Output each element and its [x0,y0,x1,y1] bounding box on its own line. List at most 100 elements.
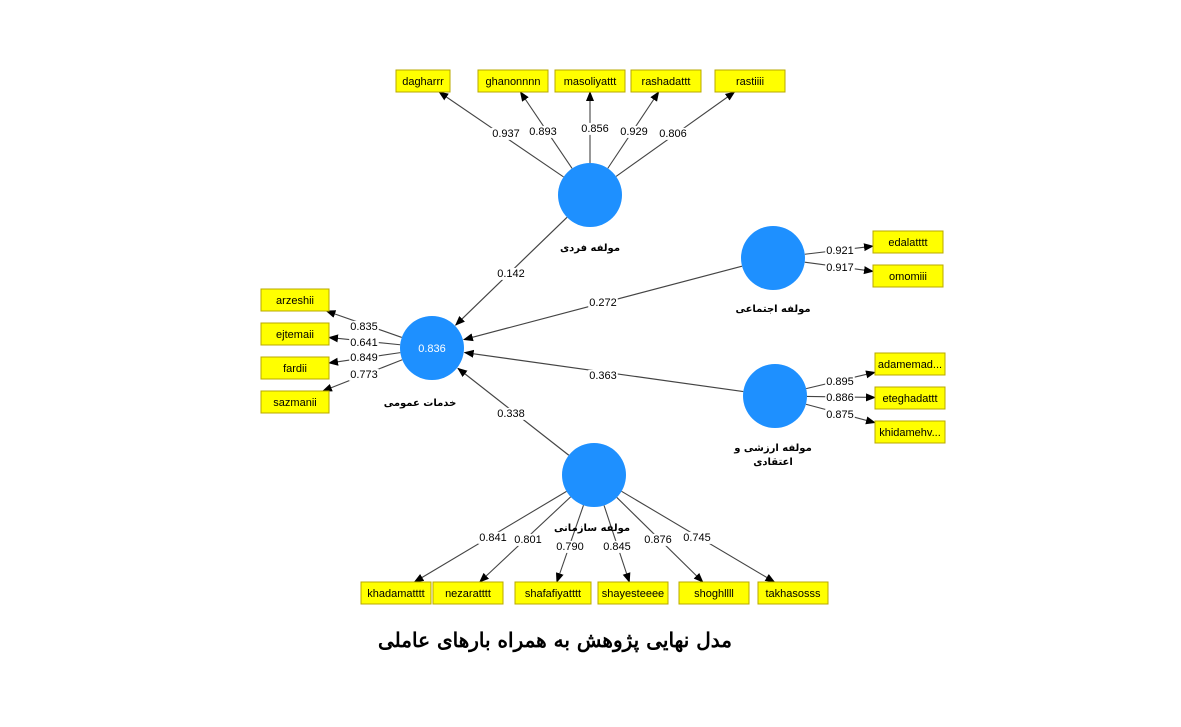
indicator-box[interactable] [630,69,702,93]
loading-value-bg [825,391,855,404]
indicator-box[interactable] [432,581,504,605]
loading-value-bg [349,368,379,381]
indicator-label: adamemad... [878,359,942,371]
latent-label-sazmani: مولفه سازمانی [554,523,630,534]
loading-value: 0.937 [492,128,520,140]
indicator-label: sazmanii [273,397,316,409]
loading-value-bg [555,540,585,553]
indicator-box[interactable] [874,420,946,444]
loading-value-bg [682,531,712,544]
latent-node-sazmani[interactable] [562,443,626,507]
latent-node-arzeshi[interactable] [743,364,807,428]
loading-value: 0.806 [659,128,687,140]
indicator-box[interactable] [514,581,592,605]
loading-value-bg [643,533,673,546]
latent-label-fardi: مولفه فردی [560,243,620,254]
indicator-box[interactable] [260,390,330,414]
loading-value: 0.921 [826,245,854,257]
indicator-label: rashadattt [642,76,691,88]
latent-node-khadamat[interactable] [400,316,464,380]
path-coefficient-arzeshi-bg [588,369,618,382]
indicator-box[interactable] [597,581,669,605]
indicator-box[interactable] [757,581,829,605]
indicator-box[interactable] [872,230,944,254]
loading-value-bg [825,261,855,274]
figure-caption: مدل نهایی پژوهش به همراه بارهای عاملی [377,628,733,652]
indicator-box[interactable] [360,581,432,605]
path-coefficient-sazmani-bg [496,407,526,420]
loading-value-bg [349,351,379,364]
indicator-label: ghanonnnn [485,76,540,88]
loading-value-bg [528,125,558,138]
indicator-label: khidamehv... [879,427,941,439]
indicator-box[interactable] [395,69,451,93]
indicator-box[interactable] [260,288,330,312]
loading-value-bg [513,533,543,546]
indicator-box[interactable] [678,581,750,605]
indicator-label: fardii [283,363,307,375]
loading-value: 0.886 [826,392,854,404]
indicator-box[interactable] [260,322,330,346]
loading-value-bg [349,320,379,333]
indicator-box[interactable] [874,352,946,376]
loading-value: 0.875 [826,409,854,421]
loading-value: 0.773 [350,369,378,381]
path-coefficient-fardi-bg [496,267,526,280]
loading-value-bg [825,244,855,257]
latent-label-ejtemai: مولفه اجتماعی [735,304,810,315]
loading-value: 0.856 [581,123,609,135]
loading-value-bg [349,336,379,349]
indicator-label: nezaratttt [445,588,491,600]
path-coefficient-sazmani: 0.338 [497,408,525,420]
loading-value: 0.929 [620,126,648,138]
loading-value: 0.917 [826,262,854,274]
indicator-label: shafafiyatttt [525,588,581,600]
indicator-label: edalatttt [888,237,927,249]
indicator-label: shayesteeee [602,588,664,600]
indicator-box[interactable] [477,69,549,93]
indicator-label: khadamatttt [367,588,424,600]
loading-value: 0.895 [826,376,854,388]
indicator-label: omomiii [889,271,927,283]
loading-value: 0.835 [350,321,378,333]
latent-label-khadamat: خدمات عمومی [384,398,457,409]
loading-value: 0.801 [514,534,542,546]
path-coefficient-arzeshi: 0.363 [589,370,617,382]
loading-value: 0.845 [603,541,631,553]
loading-value-bg [825,375,855,388]
loading-value-bg [825,408,855,421]
loading-value: 0.790 [556,541,584,553]
indicator-box[interactable] [554,69,626,93]
latent-node-fardi[interactable] [558,163,622,227]
loading-value: 0.641 [350,337,378,349]
indicator-label: arzeshii [276,295,314,307]
indicator-box[interactable] [872,264,944,288]
loading-value: 0.893 [529,126,557,138]
latent-node-ejtemai[interactable] [741,226,805,290]
loading-value-bg [619,125,649,138]
indicator-label: takhasosss [765,588,821,600]
indicator-box[interactable] [874,386,946,410]
loading-value-bg [580,122,610,135]
loading-value-bg [478,531,508,544]
loading-value-bg [491,127,521,140]
loading-value: 0.849 [350,352,378,364]
loading-value: 0.745 [683,532,711,544]
latent-label-arzeshi-line2: اعتقادی [753,457,793,468]
indicator-box[interactable] [714,69,786,93]
loading-value-bg [658,127,688,140]
indicator-label: masoliyattt [564,76,617,88]
path-coefficient-ejtemai: 0.272 [589,297,617,309]
indicator-label: rastiiii [736,76,764,88]
loading-value: 0.876 [644,534,672,546]
indicator-label: ejtemaii [276,329,314,341]
indicator-label: eteghadattt [882,393,937,405]
r-squared-value: 0.836 [418,343,446,355]
loading-value-bg [602,540,632,553]
latent-label-arzeshi: مولفه ارزشی و [733,443,812,454]
indicator-label: shoghllll [694,588,734,600]
indicator-label: dagharrr [402,76,444,88]
indicator-box[interactable] [260,356,330,380]
loading-value: 0.841 [479,532,507,544]
